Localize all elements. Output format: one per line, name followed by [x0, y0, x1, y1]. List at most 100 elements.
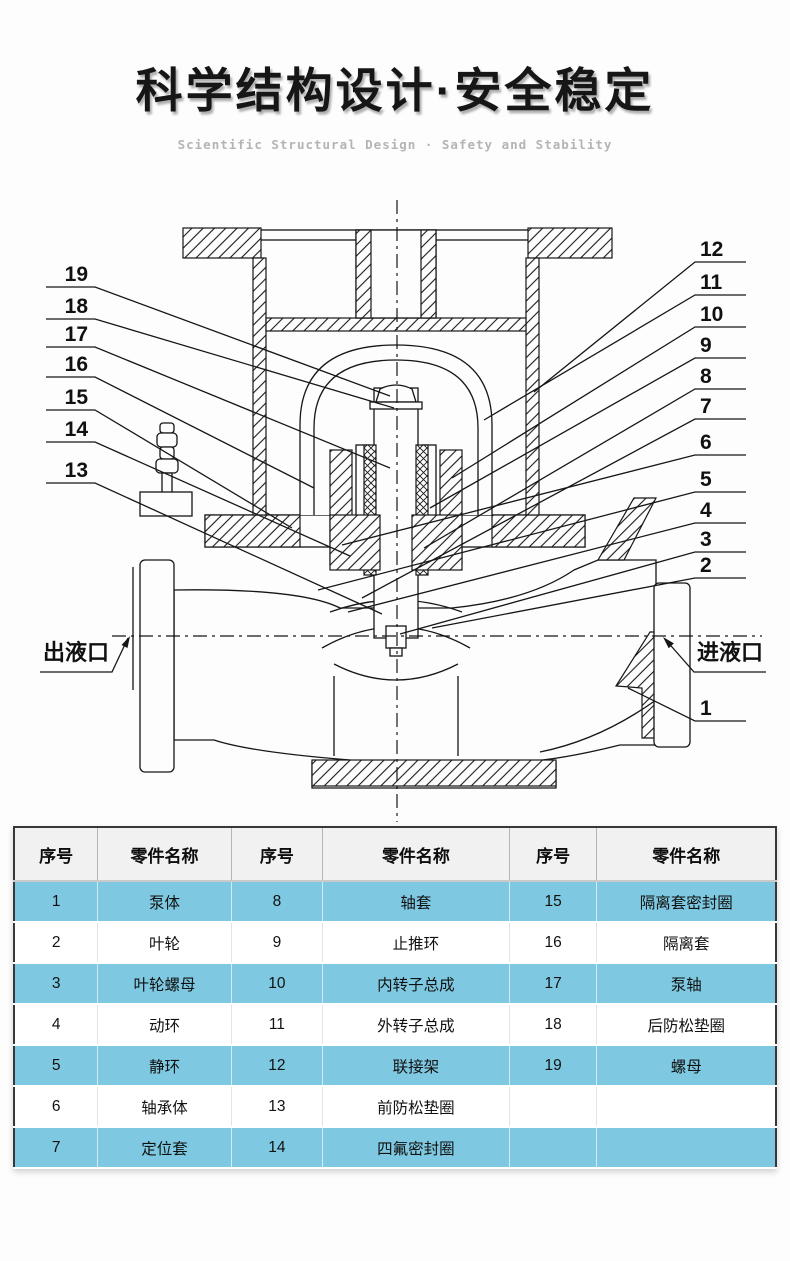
callout-5: 5 [317, 468, 746, 591]
cell-seq: 8 [231, 880, 324, 923]
table-header-row: 序号 零件名称 序号 零件名称 序号 零件名称 [14, 827, 776, 882]
cell-part-name: 后防松垫圈 [596, 1004, 776, 1045]
cell-part-name: 止推环 [322, 922, 510, 963]
pump-shaft [373, 387, 419, 639]
svg-text:进液口: 进液口 [697, 640, 763, 665]
cell-seq: 1 [14, 880, 99, 923]
cell-part-name: 螺母 [596, 1044, 776, 1087]
lock-washer [369, 401, 423, 410]
callout-7: 7 [361, 395, 746, 599]
header: 科学结构设计·安全稳定 Scientific Structural Design… [0, 52, 790, 152]
table-row: 4 动环 11 外转子总成 18 后防松垫圈 [14, 1004, 776, 1045]
cell-seq: 13 [231, 1086, 324, 1127]
cell-seq: 7 [14, 1126, 99, 1169]
cell-part-name: 静环 [97, 1044, 232, 1087]
callout-label: 14 [65, 418, 89, 441]
cell-part-name: 隔离套密封圈 [596, 880, 776, 923]
outlet-flange [132, 559, 175, 773]
cell-part-name: 动环 [97, 1004, 232, 1045]
cell-part-name: 泵轴 [596, 962, 776, 1005]
callout-label: 7 [700, 395, 712, 418]
callout-label: 13 [65, 459, 88, 482]
callout-12: 12 [533, 238, 746, 393]
cell-part-name [596, 1086, 776, 1127]
column-header-seq-2: 序号 [231, 827, 324, 882]
cell-seq: 16 [509, 922, 598, 963]
parts-table-wrap: 序号 零件名称 序号 零件名称 序号 零件名称 1 泵体 8 轴套 15 隔离套… [13, 826, 777, 1169]
callout-label: 4 [700, 499, 712, 522]
callout-9: 9 [429, 334, 746, 509]
cell-seq: 2 [14, 922, 99, 963]
callout-16: 16 [46, 353, 315, 489]
page-subtitle: Scientific Structural Design · Safety an… [177, 137, 613, 152]
callout-19: 19 [46, 263, 391, 397]
callout-label: 2 [700, 554, 712, 577]
grease-fitting [139, 422, 193, 517]
cell-part-name: 隔离套 [596, 922, 776, 963]
callout-label: 10 [700, 303, 723, 326]
callout-label: 12 [700, 238, 723, 261]
table-row: 7 定位套 14 四氟密封圈 [14, 1126, 776, 1169]
callout-2: 2 [431, 554, 746, 629]
callout-1: 1 [627, 687, 746, 722]
callout-13: 13 [46, 459, 383, 615]
cell-seq: 19 [509, 1044, 598, 1087]
callout-label: 17 [65, 323, 88, 346]
callout-label: 6 [700, 431, 712, 454]
cell-part-name: 轴承体 [97, 1086, 232, 1127]
connecting-frame [182, 227, 613, 516]
svg-text:出液口: 出液口 [43, 640, 109, 665]
cell-seq: 3 [14, 962, 99, 1005]
cell-part-name: 联接架 [322, 1044, 510, 1087]
cell-part-name: 叶轮螺母 [97, 962, 232, 1005]
column-header-name-2: 零件名称 [322, 827, 510, 882]
centerlines [112, 200, 762, 822]
callout-15: 15 [46, 386, 293, 529]
callout-label: 16 [65, 353, 88, 376]
cell-part-name: 内转子总成 [322, 962, 510, 1005]
table-row: 2 叶轮 9 止推环 16 隔离套 [14, 922, 776, 963]
column-header-name-1: 零件名称 [97, 827, 232, 882]
cell-seq: 11 [231, 1004, 324, 1045]
impeller-nut [385, 625, 407, 649]
cell-part-name: 叶轮 [97, 922, 232, 963]
page-title: 科学结构设计·安全稳定 [135, 64, 655, 117]
pump-base [311, 759, 557, 787]
callout-label: 18 [65, 295, 89, 318]
cell-part-name: 定位套 [97, 1126, 232, 1169]
cell-seq: 5 [14, 1044, 99, 1087]
cell-seq: 18 [509, 1004, 598, 1045]
column-header-seq-1: 序号 [14, 827, 99, 882]
table-row: 5 静环 12 联接架 19 螺母 [14, 1044, 776, 1087]
callout-3: 3 [399, 528, 746, 635]
cell-seq [509, 1126, 598, 1169]
cell-seq: 4 [14, 1004, 99, 1045]
table-row: 1 泵体 8 轴套 15 隔离套密封圈 [14, 880, 776, 923]
callout-10: 10 [451, 303, 746, 479]
parts-table: 序号 零件名称 序号 零件名称 序号 零件名称 1 泵体 8 轴套 15 隔离套… [13, 826, 777, 1169]
callout-label: 3 [700, 528, 712, 551]
callout-11: 11 [483, 271, 746, 421]
callout-label: 8 [700, 365, 712, 388]
callout-label: 19 [65, 263, 88, 286]
outlet-port-label: 出液口 [40, 636, 130, 673]
table-row: 3 叶轮螺母 10 内转子总成 17 泵轴 [14, 962, 776, 1005]
cell-seq: 9 [231, 922, 324, 963]
cell-part-name: 外转子总成 [322, 1004, 510, 1045]
callout-8: 8 [423, 365, 746, 549]
callout-label: 9 [700, 334, 712, 357]
cell-seq: 17 [509, 962, 598, 1005]
cell-seq [509, 1086, 598, 1127]
callout-4: 4 [347, 499, 746, 613]
cell-part-name: 泵体 [97, 880, 232, 923]
cell-part-name: 四氟密封圈 [322, 1126, 510, 1169]
cell-seq: 14 [231, 1126, 324, 1169]
column-header-seq-3: 序号 [509, 827, 598, 882]
cell-seq: 12 [231, 1044, 324, 1087]
callout-17: 17 [46, 323, 391, 469]
callout-18: 18 [46, 295, 395, 409]
cell-part-name: 前防松垫圈 [322, 1086, 510, 1127]
callout-label: 11 [700, 271, 723, 294]
cell-part-name: 轴套 [322, 880, 510, 923]
